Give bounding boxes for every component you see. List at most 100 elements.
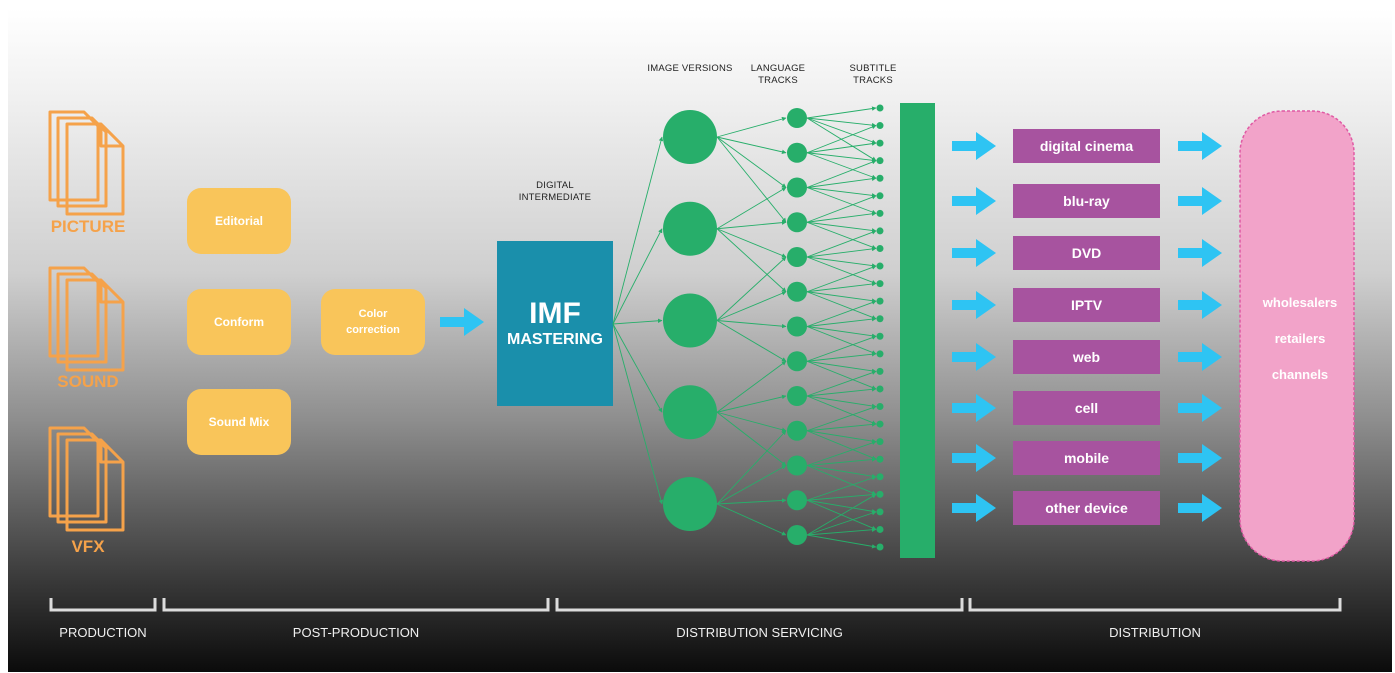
imf-mastering-box: IMF MASTERING xyxy=(497,241,613,406)
edge-language-to-subtitle xyxy=(806,422,877,432)
edge-language-to-subtitle xyxy=(806,352,877,362)
destination-channels: channels xyxy=(1271,367,1329,382)
edge-language-to-subtitle xyxy=(806,499,877,514)
edge-image-to-language xyxy=(716,394,787,413)
subtitle-track-node xyxy=(876,192,884,200)
subtitle-track-node xyxy=(876,385,884,393)
language-track-node xyxy=(787,281,807,302)
edge-image-to-language xyxy=(716,116,787,138)
subtitle-track-node xyxy=(876,244,884,252)
production-label-sound: SOUND xyxy=(57,372,119,391)
arrow-right-icon xyxy=(1178,343,1222,371)
subtitle-track-node xyxy=(876,508,884,516)
edge-language-to-subtitle xyxy=(806,527,877,536)
subtitle-track-node xyxy=(876,350,884,358)
phase-label-production: PRODUCTION xyxy=(59,625,147,640)
edge-language-to-subtitle xyxy=(806,221,877,250)
arrow-right-icon xyxy=(952,394,996,422)
bracket-post-production xyxy=(162,598,550,612)
edge-imf-to-image-version xyxy=(612,136,664,325)
language-track-node xyxy=(787,525,807,545)
platform-web: web xyxy=(1013,340,1160,374)
document-stack-icon xyxy=(48,110,125,216)
language-track-node xyxy=(787,316,807,337)
image-version-node xyxy=(663,385,717,440)
edge-language-to-subtitle xyxy=(806,221,877,233)
imf-title: IMF xyxy=(529,296,581,330)
edge-language-to-subtitle xyxy=(806,492,877,501)
subtitle-track-node xyxy=(876,104,884,112)
image-versions-header: IMAGE VERSIONS xyxy=(647,63,733,74)
edge-language-to-subtitle xyxy=(806,440,877,466)
edge-language-to-subtitle xyxy=(806,106,877,119)
edge-language-to-subtitle xyxy=(806,326,877,355)
edge-language-to-subtitle xyxy=(806,316,877,327)
subtitle-track-node xyxy=(876,227,884,235)
subtitle-track-node xyxy=(876,420,884,428)
bracket-distribution xyxy=(968,598,1342,612)
edge-language-to-subtitle xyxy=(806,360,877,390)
edge-language-to-subtitle xyxy=(806,395,877,425)
edge-language-to-subtitle xyxy=(806,124,877,154)
edge-language-to-subtitle xyxy=(806,326,877,338)
destination-cloud-shape xyxy=(1239,110,1355,562)
edge-language-to-subtitle xyxy=(806,187,877,198)
edge-language-to-subtitle xyxy=(806,195,877,223)
edge-image-to-language xyxy=(716,136,787,223)
subtitle-track-node xyxy=(876,438,884,446)
subtitle-track-node xyxy=(876,525,884,533)
conform-box: Conform xyxy=(187,289,291,355)
language-track-node xyxy=(787,142,807,163)
edge-language-to-subtitle xyxy=(806,176,877,188)
edge-language-to-subtitle xyxy=(806,256,877,285)
edge-language-to-subtitle xyxy=(806,475,877,501)
edge-language-to-subtitle xyxy=(806,335,877,362)
phase-label-post-production: POST-PRODUCTION xyxy=(292,625,420,640)
production-label-picture: PICTURE xyxy=(50,217,126,236)
edge-image-to-language xyxy=(716,187,787,230)
arrow-right-icon xyxy=(1178,187,1222,215)
subtitle-track-node xyxy=(876,122,884,130)
edge-language-to-subtitle xyxy=(806,430,877,444)
edge-image-to-language xyxy=(716,136,787,188)
edge-image-to-language xyxy=(716,411,787,432)
digital-intermediate-caption: DIGITAL INTERMEDIATE xyxy=(518,180,592,203)
edge-image-to-language xyxy=(716,465,787,505)
arrow-right-icon xyxy=(952,343,996,371)
production-label-vfx: VFX xyxy=(71,537,105,556)
language-track-node xyxy=(787,108,807,128)
edge-language-to-subtitle xyxy=(806,265,877,293)
platform-digital-cinema: digital cinema xyxy=(1013,129,1160,163)
edge-imf-to-image-version xyxy=(612,228,663,325)
edge-language-to-subtitle xyxy=(806,300,877,327)
platform-cell: cell xyxy=(1013,391,1160,425)
edge-language-to-subtitle xyxy=(806,511,877,536)
edge-image-to-language xyxy=(716,228,787,258)
subtitle-track-node xyxy=(876,543,884,551)
language-track-node xyxy=(787,420,807,441)
edge-language-to-subtitle xyxy=(806,291,877,320)
subtitle-track-node xyxy=(876,280,884,288)
edge-image-to-language xyxy=(716,220,787,230)
language-track-node xyxy=(787,455,807,476)
edge-language-to-subtitle xyxy=(806,360,877,374)
arrow-right-icon xyxy=(1178,394,1222,422)
language-track-node xyxy=(787,212,807,233)
arrow-right-icon xyxy=(1178,239,1222,267)
subtitle-tracks-header: SUBTITLE TRACKS xyxy=(849,63,897,86)
edge-image-to-language xyxy=(716,320,787,329)
edge-language-to-subtitle xyxy=(806,187,877,215)
arrow-right-icon xyxy=(440,308,484,336)
language-track-node xyxy=(787,490,807,511)
sound-mix-box: Sound Mix xyxy=(187,389,291,455)
edge-language-to-subtitle xyxy=(806,211,877,223)
edge-language-to-subtitle xyxy=(806,281,877,293)
edge-language-to-subtitle xyxy=(806,256,877,268)
edge-image-to-language xyxy=(716,360,787,413)
destination-retailers: retailers xyxy=(1274,331,1326,346)
edge-image-to-language xyxy=(716,498,787,505)
